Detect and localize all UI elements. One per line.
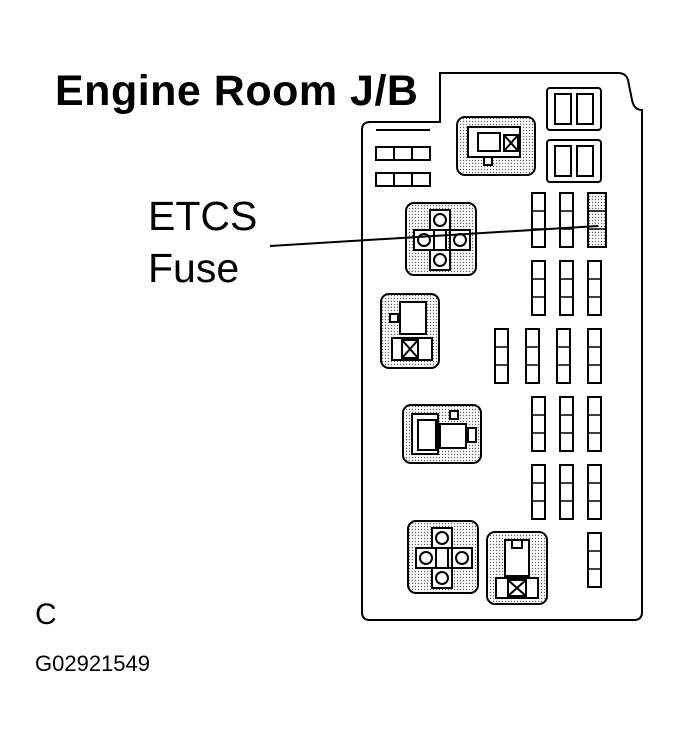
callout-label-line2: Fuse (148, 245, 240, 291)
callout-label-line1: ETCS (148, 193, 258, 239)
top-relay-block-2 (546, 139, 602, 183)
fuse-array (494, 192, 607, 588)
top-relay-block-1 (546, 87, 602, 131)
relay-cross-upper (405, 202, 477, 276)
relay-left-middle (380, 293, 440, 369)
relay-bottom (486, 531, 548, 605)
figure-code: G02921549 (35, 651, 150, 676)
etcs-fuse (587, 192, 607, 248)
relay-cross-lower (407, 520, 479, 594)
diagram-title: Engine Room J/B (55, 67, 419, 115)
relay-top-middle (456, 116, 536, 176)
relay-middle (402, 404, 482, 464)
slot-row-2 (375, 146, 431, 161)
view-letter: C (35, 598, 57, 631)
slot-row-3 (375, 172, 431, 187)
callout-leader-line (269, 225, 599, 247)
